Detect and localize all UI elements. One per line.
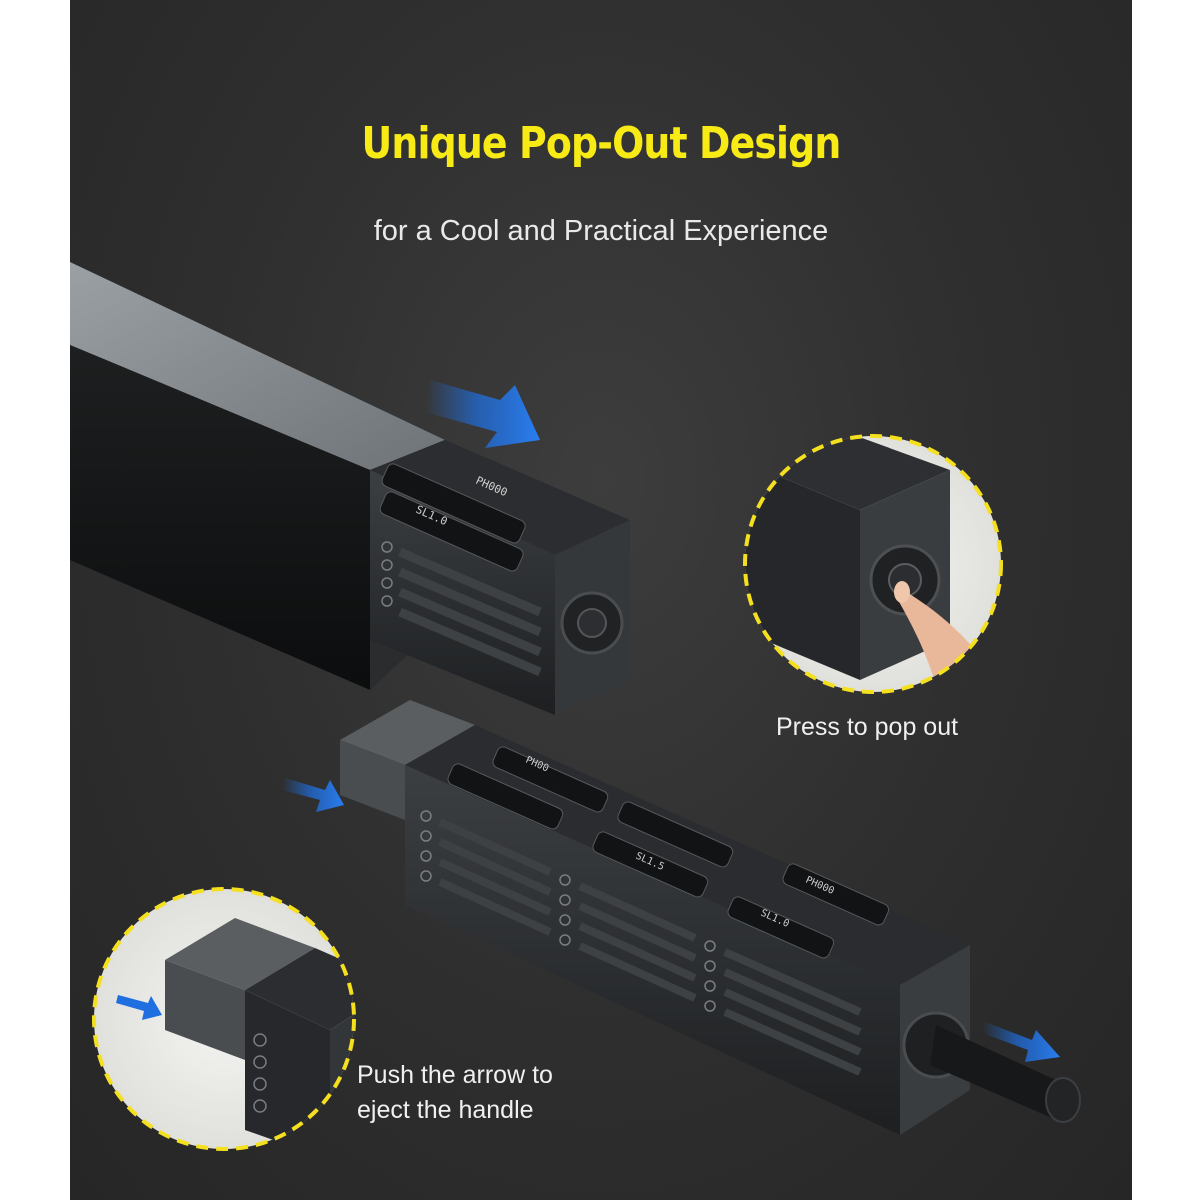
push-arrow-icon — [282, 778, 344, 812]
insert-arrow-icon — [425, 380, 540, 448]
push-caption-line2: eject the handle — [357, 1096, 534, 1124]
page-title: Unique Pop-Out Design — [361, 118, 842, 169]
press-detail-zoom — [743, 434, 1003, 694]
push-detail-zoom — [92, 887, 356, 1151]
bit-tray-upper: PH000 SL1.0 — [370, 440, 630, 715]
product-panel: PH000 SL1.0 — [70, 0, 1132, 1200]
push-caption: Push the arrow to eject the handle — [357, 1058, 553, 1128]
bit-tray-lower: PH00 SL1.5 PH000 SL1.0 — [340, 700, 1081, 1135]
page-subtitle: for a Cool and Practical Experience — [373, 215, 829, 247]
product-illustration: PH000 SL1.0 — [70, 262, 1081, 1151]
eject-arrow-icon — [982, 1022, 1060, 1062]
press-caption: Press to pop out — [776, 713, 959, 741]
push-caption-line1: Push the arrow to — [357, 1061, 553, 1089]
